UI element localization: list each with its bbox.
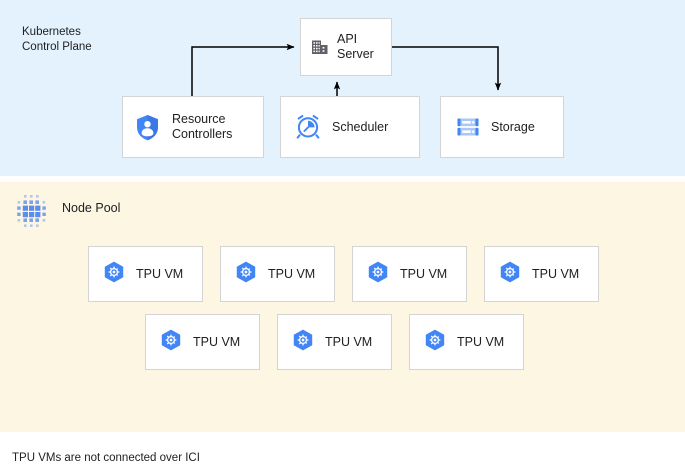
node-tpu-vm-label: TPU VM <box>268 267 316 281</box>
node-api-server-label: API Server <box>337 32 374 61</box>
node-tpu-vm[interactable]: TPU VM <box>277 314 392 370</box>
alarm-clock-icon <box>295 114 321 140</box>
tpu-hexagon-icon <box>423 328 447 357</box>
node-scheduler-label: Scheduler <box>332 119 389 134</box>
node-tpu-vm[interactable]: TPU VM <box>88 246 203 302</box>
server-stack-icon <box>456 115 480 139</box>
node-pool-section <box>0 182 685 432</box>
node-pool-title: Node Pool <box>62 201 121 215</box>
node-storage[interactable]: Storage <box>440 96 564 158</box>
tpu-hexagon-icon <box>234 260 258 289</box>
node-api-server[interactable]: API Server <box>300 18 392 76</box>
building-icon <box>310 37 330 57</box>
node-tpu-vm[interactable]: TPU VM <box>352 246 467 302</box>
node-tpu-vm-label: TPU VM <box>325 335 373 349</box>
node-tpu-vm-label: TPU VM <box>532 267 580 281</box>
node-tpu-vm-label: TPU VM <box>193 335 241 349</box>
node-tpu-vm[interactable]: TPU VM <box>409 314 524 370</box>
node-scheduler[interactable]: Scheduler <box>280 96 420 158</box>
diagram-caption: TPU VMs are not connected over ICI <box>12 452 200 464</box>
tpu-hexagon-icon <box>159 328 183 357</box>
shield-person-icon <box>135 114 160 141</box>
node-resource-controllers-label: Resource Controllers <box>172 112 233 141</box>
tpu-hexagon-icon <box>498 260 522 289</box>
tpu-hexagon-icon <box>291 328 315 357</box>
control-plane-title: Kubernetes Control Plane <box>22 26 92 53</box>
node-tpu-vm-label: TPU VM <box>400 267 448 281</box>
node-storage-label: Storage <box>491 119 535 134</box>
tpu-hexagon-icon <box>102 260 126 289</box>
dot-cluster-icon <box>12 192 52 230</box>
node-tpu-vm-label: TPU VM <box>136 267 184 281</box>
node-tpu-vm[interactable]: TPU VM <box>220 246 335 302</box>
tpu-hexagon-icon <box>366 260 390 289</box>
node-tpu-vm[interactable]: TPU VM <box>145 314 260 370</box>
node-resource-controllers[interactable]: Resource Controllers <box>122 96 264 158</box>
node-tpu-vm[interactable]: TPU VM <box>484 246 599 302</box>
node-tpu-vm-label: TPU VM <box>457 335 505 349</box>
